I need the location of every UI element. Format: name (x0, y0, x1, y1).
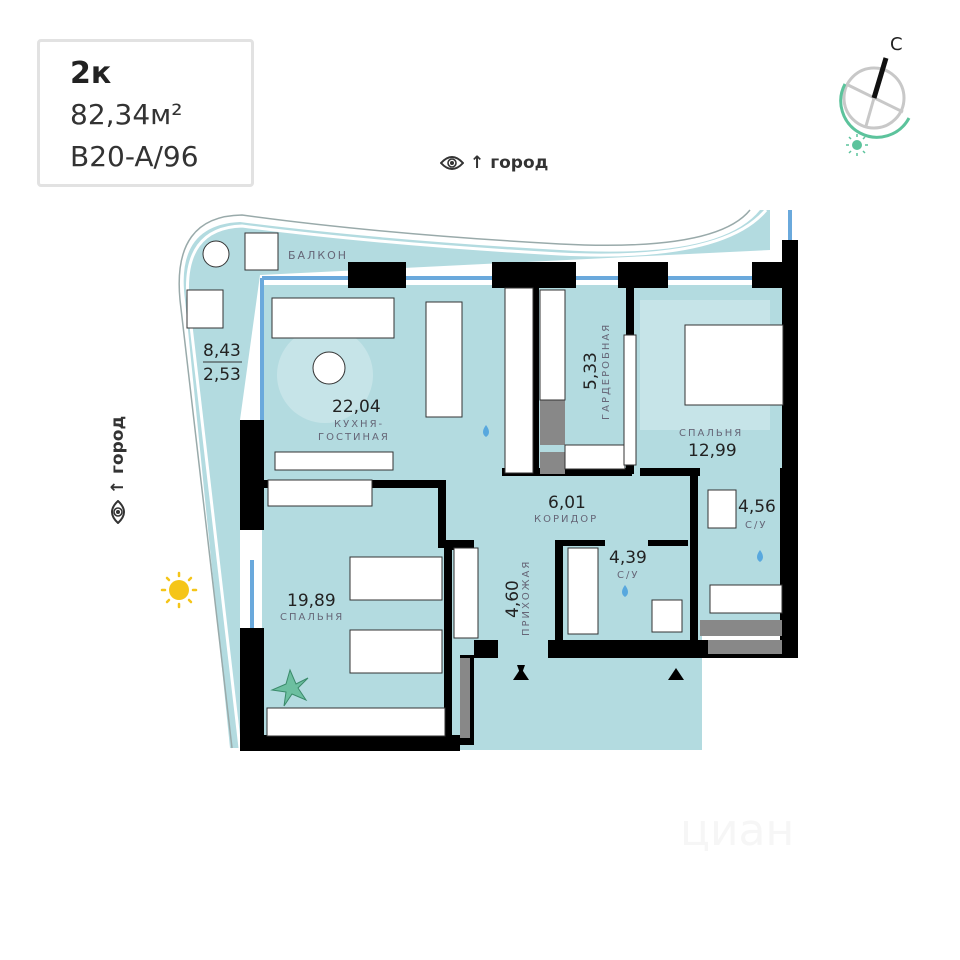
svg-text:12,99: 12,99 (688, 441, 737, 461)
entrance-arrow-icon (513, 668, 529, 680)
room-label-balcony: БАЛКОН 8,43 2,53 (203, 249, 348, 385)
svg-text:4,56: 4,56 (738, 497, 776, 517)
room-label-bathroom-2: 4,56 С/У (738, 497, 776, 531)
svg-text:2,53: 2,53 (203, 365, 241, 385)
room-count: 2к (70, 56, 112, 91)
svg-text:КУХНЯ-: КУХНЯ- (334, 419, 384, 430)
eye-icon (440, 156, 464, 170)
svg-text:ГОСТИНАЯ: ГОСТИНАЯ (318, 432, 390, 443)
svg-text:8,43: 8,43 (203, 341, 241, 361)
room-label-bathroom-1: 4,39 С/У (609, 548, 647, 581)
room-label-wardrobe: 5,33 ГАРДЕРОБНАЯ (581, 323, 612, 420)
svg-text:6,01: 6,01 (548, 493, 586, 513)
room-label-hallway: 4,60 ПРИХОЖАЯ (503, 560, 532, 636)
balcony-area (183, 210, 770, 748)
room-label-kitchen-living: 22,04 КУХНЯ- ГОСТИНАЯ (318, 397, 390, 443)
eye-icon (111, 500, 125, 525)
view-label: город (490, 153, 549, 173)
svg-text:ПРИХОЖАЯ: ПРИХОЖАЯ (521, 560, 532, 636)
sun-small-icon (846, 134, 868, 156)
svg-text:КОРИДОР: КОРИДОР (534, 514, 598, 525)
total-area: 82,34м² (70, 98, 183, 131)
room-label-corridor: 6,01 КОРИДОР (534, 493, 598, 525)
water-drop-icon (483, 425, 763, 597)
svg-text:22,04: 22,04 (332, 397, 381, 417)
apartment-code: B20-A/96 (70, 140, 199, 173)
svg-text:С/У: С/У (617, 570, 639, 581)
apartment-info-card: 2к 82,34м² B20-A/96 (37, 39, 254, 187)
view-direction-top: ↑ город (440, 153, 548, 173)
svg-text:ГАРДЕРОБНАЯ: ГАРДЕРОБНАЯ (601, 323, 612, 420)
room-label-bedroom-2: 19,89 СПАЛЬНЯ (280, 591, 344, 623)
room-label-bedroom-1: СПАЛЬНЯ 12,99 (679, 428, 743, 461)
svg-text:СПАЛЬНЯ: СПАЛЬНЯ (679, 428, 743, 439)
svg-text:СПАЛЬНЯ: СПАЛЬНЯ (280, 612, 344, 623)
watermark: циан (680, 805, 794, 856)
sun-icon (160, 571, 198, 609)
arrow-up-icon: ↑ (470, 153, 485, 173)
svg-text:БАЛКОН: БАЛКОН (288, 249, 348, 262)
svg-text:4,39: 4,39 (609, 548, 647, 568)
svg-text:4,60: 4,60 (503, 580, 523, 618)
north-label: С (890, 34, 903, 55)
svg-text:С/У: С/У (745, 520, 767, 531)
svg-text:19,89: 19,89 (287, 591, 336, 611)
view-direction-left: ↑ город (108, 410, 128, 530)
svg-text:5,33: 5,33 (581, 352, 601, 390)
compass-icon: С (839, 34, 911, 139)
plant-icon (270, 668, 309, 707)
